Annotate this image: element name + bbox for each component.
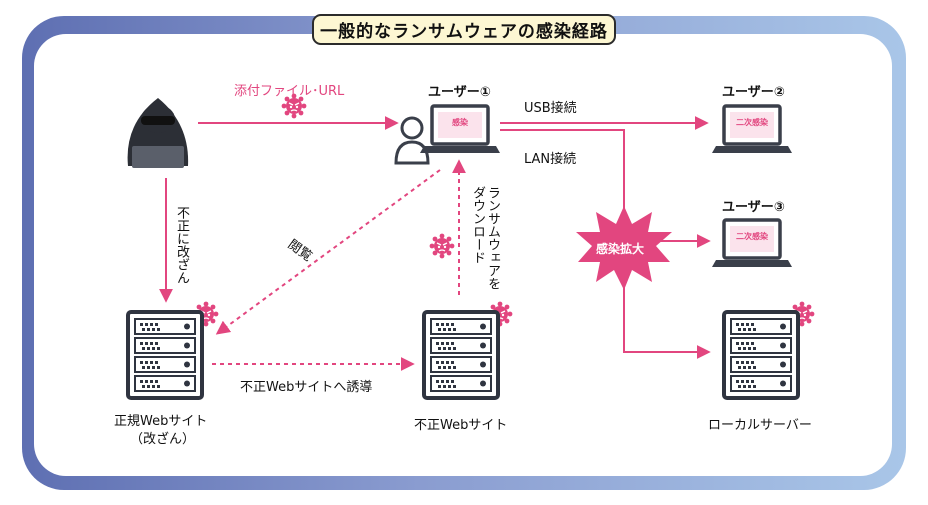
laptop-icon bbox=[710, 104, 794, 155]
diagram-title: 一般的なランサムウェアの感染経路 bbox=[312, 14, 616, 45]
server-icon bbox=[722, 310, 800, 400]
user1-label: ユーザー① bbox=[428, 85, 491, 100]
legit-site-sub-label: （改ざん） bbox=[130, 432, 196, 447]
arrow-browse bbox=[215, 169, 441, 335]
local-server-label: ローカルサーバー bbox=[708, 418, 812, 433]
laptop-icon bbox=[418, 104, 502, 155]
server-icon bbox=[422, 310, 500, 400]
spread-label: 感染拡大 bbox=[596, 242, 645, 256]
hacker-icon bbox=[127, 98, 189, 168]
redirect-label: 不正Webサイトへ誘導 bbox=[240, 380, 373, 395]
user-icon bbox=[394, 116, 430, 165]
user2-screen-text: 二次感染 bbox=[736, 118, 768, 127]
laptop-icon bbox=[710, 218, 794, 269]
lan-label: LAN接続 bbox=[524, 152, 577, 167]
burst-icon bbox=[576, 206, 672, 290]
usb-label: USB接続 bbox=[524, 101, 577, 116]
user2-label: ユーザー② bbox=[722, 85, 785, 100]
attachment-label: 添付ファイル･URL bbox=[234, 84, 345, 99]
malicious-site-label: 不正Webサイト bbox=[414, 418, 508, 433]
virus-icon bbox=[428, 232, 456, 260]
download-label: ランサムウェアを ダウンロード bbox=[470, 186, 500, 290]
user3-label: ユーザー③ bbox=[722, 200, 785, 215]
tamper-label: 不正に改ざん bbox=[174, 206, 189, 284]
legit-site-label: 正規Webサイト bbox=[114, 414, 208, 429]
user3-screen-text: 二次感染 bbox=[736, 232, 768, 241]
user1-screen-text: 感染 bbox=[452, 118, 468, 127]
server-icon bbox=[126, 310, 204, 400]
